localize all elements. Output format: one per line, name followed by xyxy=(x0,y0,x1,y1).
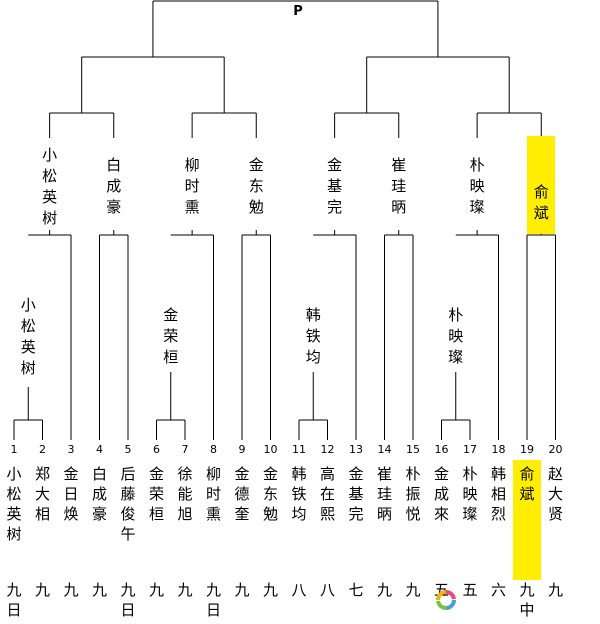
winner-highlight-player xyxy=(513,460,541,580)
seed-number: 19 xyxy=(520,443,534,456)
player-name: 崔珪昞 xyxy=(376,465,392,523)
seed-number: 8 xyxy=(210,443,217,456)
player-rank: 八 xyxy=(319,581,335,599)
player-rank: 九日 xyxy=(120,581,136,619)
final-label: P xyxy=(293,4,303,19)
player-name: 金德奎 xyxy=(234,465,250,523)
round2-winner-label: 柳时熏 xyxy=(184,156,200,216)
player-name: 朴映璨 xyxy=(462,465,478,523)
player-name: 韩相烈 xyxy=(490,465,506,523)
player-rank: 九 xyxy=(34,581,50,599)
player-rank: 九 xyxy=(234,581,250,599)
watermark-logo-icon xyxy=(436,590,456,610)
seed-number: 16 xyxy=(434,443,449,456)
player-rank: 九日 xyxy=(205,581,221,619)
player-name: 后藤俊午 xyxy=(120,465,136,543)
seed-number: 9 xyxy=(238,443,246,456)
player-rank: 九 xyxy=(262,581,278,599)
player-rank: 九 xyxy=(63,581,79,599)
player-name: 韩铁均 xyxy=(291,465,307,523)
player-rank: 九 xyxy=(91,581,107,599)
seed-number: 10 xyxy=(263,443,278,456)
player-name: 郑大相 xyxy=(34,465,50,523)
player-name: 金成來 xyxy=(433,465,449,523)
round2-winner-label: 崔珪昞 xyxy=(391,156,407,216)
seed-number: 7 xyxy=(181,443,189,456)
player-name: 小松英树 xyxy=(6,465,22,543)
seed-number: 1 xyxy=(10,443,18,456)
player-rank: 九 xyxy=(405,581,421,599)
player-name: 俞斌 xyxy=(519,465,535,503)
round1-winner-label: 金荣桓 xyxy=(163,306,179,366)
seed-number: 12 xyxy=(320,443,335,456)
player-rank: 八 xyxy=(291,581,307,599)
seed-number: 5 xyxy=(124,443,132,456)
player-rank: 九 xyxy=(177,581,193,599)
round2-winner-label: 俞斌 xyxy=(533,183,549,222)
player-name: 赵大贤 xyxy=(547,465,563,523)
player-name: 金基完 xyxy=(348,465,364,523)
round2-winner-label: 朴映璨 xyxy=(469,156,485,216)
seed-number: 20 xyxy=(548,443,563,456)
player-name: 白成豪 xyxy=(91,465,107,523)
winner-highlight-round2 xyxy=(527,136,556,234)
player-name: 金荣桓 xyxy=(148,465,164,523)
player-rank: 九 xyxy=(148,581,164,599)
round1-winner-label: 韩铁均 xyxy=(305,306,321,366)
player-name: 徐能旭 xyxy=(177,465,193,523)
seed-number: 15 xyxy=(406,443,420,456)
seed-number: 13 xyxy=(349,443,363,456)
seed-number: 14 xyxy=(377,443,392,456)
round2-winner-label: 金基完 xyxy=(327,156,343,216)
seed-number: 17 xyxy=(463,443,477,456)
player-rank: 五 xyxy=(462,581,478,599)
player-rank: 六 xyxy=(490,581,506,599)
player-name: 高在熙 xyxy=(319,465,335,523)
round1-winner-label: 小松英树 xyxy=(20,296,36,377)
player-name: 朴振悦 xyxy=(405,465,421,523)
seed-number: 3 xyxy=(67,443,75,456)
player-rank: 九中 xyxy=(519,581,535,619)
round2-winner-label: 金东勉 xyxy=(248,156,264,216)
player-name: 金东勉 xyxy=(262,465,278,523)
round2-winner-label: 白成豪 xyxy=(106,156,122,216)
seed-number: 4 xyxy=(96,443,103,456)
round1-winner-label: 朴映璨 xyxy=(448,306,464,366)
seed-number: 18 xyxy=(491,443,506,456)
player-rank: 九 xyxy=(376,581,392,599)
seed-number: 6 xyxy=(153,443,160,456)
player-rank: 九日 xyxy=(6,581,22,619)
player-name: 金日焕 xyxy=(63,465,79,523)
round2-winner-label: 小松英树 xyxy=(42,146,58,227)
player-rank: 七 xyxy=(348,581,364,599)
player-name: 柳时熏 xyxy=(205,465,221,523)
seed-number: 2 xyxy=(39,443,46,456)
player-rank: 九 xyxy=(547,581,563,599)
seed-number: 11 xyxy=(292,443,306,456)
